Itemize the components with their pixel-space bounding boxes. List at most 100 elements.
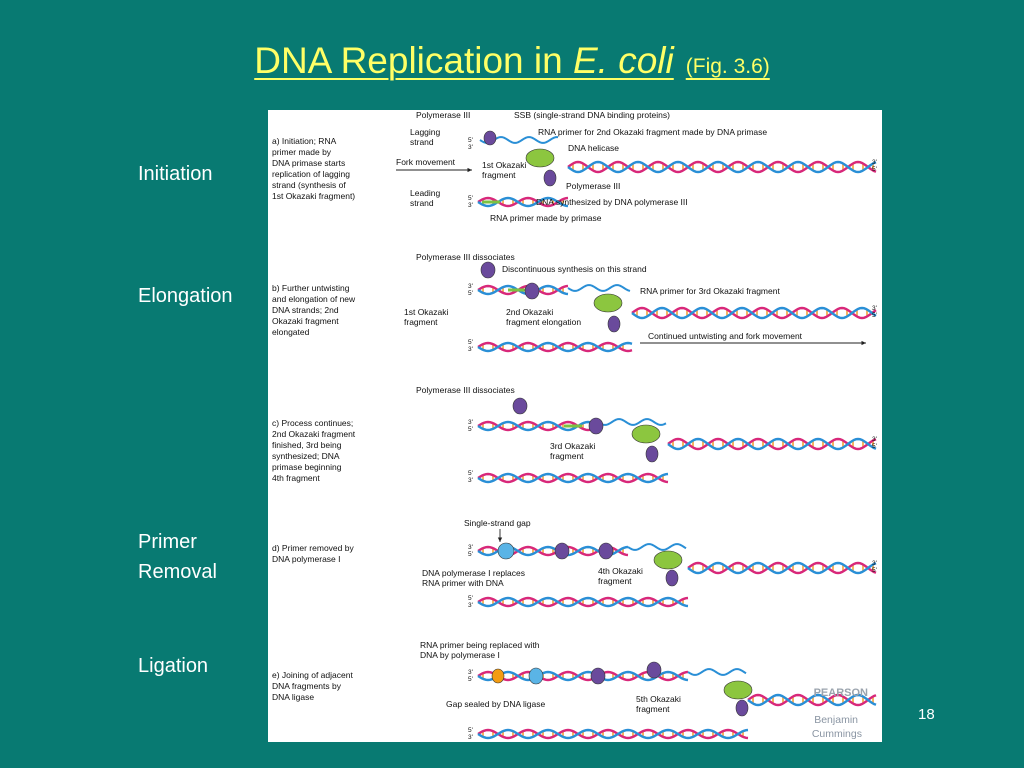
panel-c-parent-helix-strand-blue (667, 437, 877, 451)
stage-label-elongation: Elongation (138, 285, 233, 307)
panel-d-leading-helix-strand-magenta (477, 596, 689, 608)
panel-e-parent-helix-strand-magenta (747, 693, 877, 707)
panel-b-end-left-lower-bottom: 3' (468, 346, 473, 353)
panel-c-end-left-bottom: 5' (468, 426, 473, 433)
panel-e-end-left-top: 3' (468, 669, 473, 676)
panel-c-caption-line-6: 4th fragment (272, 473, 320, 483)
panel-c-leading-helix-strand-magenta (477, 472, 669, 484)
credit-cummings: Cummings (812, 728, 862, 740)
panel-a-label-okazaki-1-line-2: fragment (482, 170, 516, 180)
panel-e-helicase (723, 680, 753, 700)
panel-c-caption-line-1: c) Process continues; (272, 418, 353, 428)
panel-b-polymerase-dissociated (480, 261, 496, 279)
panel-b-end-right-top: 3' (872, 305, 877, 312)
panel-b-caption-line-3: DNA strands; 2nd (272, 305, 339, 315)
panel-e-lagging-template (687, 668, 747, 676)
panel-b-label-okazaki-1-line-2: fragment (404, 317, 438, 327)
panel-a-caption-line-4: replication of lagging (272, 169, 350, 179)
panel-e-polymerase-leading (735, 699, 749, 717)
panel-e-caption-line-2: DNA fragments by (272, 681, 342, 691)
panel-d-parent-helix-strand-blue (687, 561, 877, 575)
panel-e-label-rna-replaced-line-1: RNA primer being replaced with (420, 640, 540, 650)
panel-d-end-left-lower-bottom: 3' (468, 602, 473, 609)
panel-d-polymerase-leading (665, 569, 679, 587)
panel-c-label-okazaki-3-line-2: fragment (550, 451, 584, 461)
panel-c-caption-line-3: finished, 3rd being (272, 440, 342, 450)
panel-e-label-okazaki-5-line-2: fragment (636, 704, 670, 714)
panel-e-dna-ligase (491, 668, 505, 684)
panel-d-end-left-top: 3' (468, 544, 473, 551)
panel-b-leading-helix-strand-magenta (477, 341, 633, 353)
panel-e-label-okazaki-5-line-1: 5th Okazaki (636, 694, 681, 704)
panel-d-polymerase-2 (554, 542, 570, 560)
panel-a-label-polymerase-iii: Polymerase III (416, 110, 470, 120)
panel-e-polymerase-2 (590, 667, 606, 685)
panel-d-label-polymerase-i-line-1: DNA polymerase I replaces (422, 568, 525, 578)
panel-b-caption-line-5: elongated (272, 327, 310, 337)
panel-e-end-left-lower-bottom: 3' (468, 734, 473, 741)
panel-a-label-rna-primer-2nd: RNA primer for 2nd Okazaki fragment made… (538, 127, 767, 137)
panel-b-helicase (593, 293, 623, 313)
panel-c-label-polymerase-dissociates: Polymerase III dissociates (416, 385, 515, 395)
panel-a-label-lagging-strand-line-2: strand (410, 137, 434, 147)
panel-e-leading-helix-strand-magenta (477, 728, 749, 740)
panel-d-gap-arrow-head (497, 537, 503, 542)
panel-e-label-gap-sealed: Gap sealed by DNA ligase (446, 699, 545, 709)
panel-d-polymerase-3 (598, 542, 614, 560)
panel-a-caption-line-2: primer made by (272, 147, 332, 157)
panel-d-caption-line-2: DNA polymerase I (272, 554, 341, 564)
panel-a-label-leading-strand-line-1: Leading (410, 188, 441, 198)
panel-a-end-right-bottom: 5' (872, 166, 877, 173)
panel-b-lagging-template (567, 284, 631, 292)
panel-d-end-left-bottom: 5' (468, 551, 473, 558)
panel-c-leading-helix-strand-blue (477, 472, 669, 484)
panel-b-end-left-top: 3' (468, 283, 473, 290)
panel-c-end-left-lower-top: 5' (468, 470, 473, 477)
panel-b-parent-helix-strand-blue (631, 306, 877, 320)
panel-a-parent-helix-strand-magenta (567, 160, 877, 174)
panel-d-leading-helix-strand-blue (477, 596, 689, 608)
panel-c-end-right-top: 3' (872, 436, 877, 443)
panel-c-label-okazaki-3-line-1: 3rd Okazaki (550, 441, 595, 451)
credit-pearson: PEARSON (814, 687, 868, 699)
panel-b-caption-line-4: Okazaki fragment (272, 316, 339, 326)
page-number: 18 (918, 706, 935, 723)
panel-b-label-polymerase-dissociates: Polymerase III dissociates (416, 252, 515, 262)
panel-c-polymerase-dissociated (512, 397, 528, 415)
slide-title: DNA Replication in E. coli(Fig. 3.6) (0, 40, 1024, 82)
panel-b-end-left-lower-top: 5' (468, 339, 473, 346)
panel-a-label-ssb: SSB (single-strand DNA binding proteins) (514, 110, 670, 120)
panel-d-label-polymerase-i-line-2: RNA primer with DNA (422, 578, 504, 588)
panel-d-lagging-template (627, 543, 687, 551)
panel-d-label-single-strand-gap: Single-strand gap (464, 518, 531, 528)
panel-e-end-left-bottom: 5' (468, 676, 473, 683)
panel-a-end-left-top: 5' (468, 137, 473, 144)
panel-b-caption-line-2: and elongation of new (272, 294, 356, 304)
panel-d-end-right-bottom: 5' (872, 567, 877, 574)
figure-reference: (Fig. 3.6) (685, 55, 770, 78)
credit-benjamin: Benjamin (814, 714, 858, 726)
panel-c-helicase (631, 424, 661, 444)
panel-d-end-left-lower-top: 5' (468, 595, 473, 602)
panel-b-label-rna-primer-3rd: RNA primer for 3rd Okazaki fragment (640, 286, 780, 296)
panel-b-label-discontinuous: Discontinuous synthesis on this strand (502, 264, 647, 274)
panel-a-end-left-lower-top: 5' (468, 195, 473, 202)
panel-a-label-rna-primer-primase: RNA primer made by primase (490, 213, 602, 223)
panel-e-label-rna-replaced-line-2: DNA by polymerase I (420, 650, 500, 660)
panel-c-end-left-lower-bottom: 3' (468, 477, 473, 484)
panel-e-caption-line-1: e) Joining of adjacent (272, 670, 353, 680)
panel-a-helicase (525, 148, 555, 168)
panel-a-leading-helix-strand-blue (477, 196, 569, 208)
panel-a-label-helicase: DNA helicase (568, 143, 619, 153)
panel-b-label-okazaki-2-line-2: fragment elongation (506, 317, 581, 327)
panel-a-end-left-bottom: 3' (468, 144, 473, 151)
panel-a-label-lagging-strand-line-1: Lagging (410, 127, 441, 137)
panel-d-label-okazaki-4-line-2: fragment (598, 576, 632, 586)
title-main: DNA Replication in (254, 40, 573, 81)
panel-b-label-continued: Continued untwisting and fork movement (648, 331, 803, 341)
stage-label-primer-removal: Primer Removal (138, 531, 217, 583)
panel-d-label-okazaki-4-line-1: 4th Okazaki (598, 566, 643, 576)
panel-c-polymerase-lagging (588, 417, 604, 435)
panel-a-label-dna-synthesized: DNA synthesized by DNA polymerase III (536, 197, 688, 207)
panel-a-leading-helix-strand-magenta (477, 196, 569, 208)
